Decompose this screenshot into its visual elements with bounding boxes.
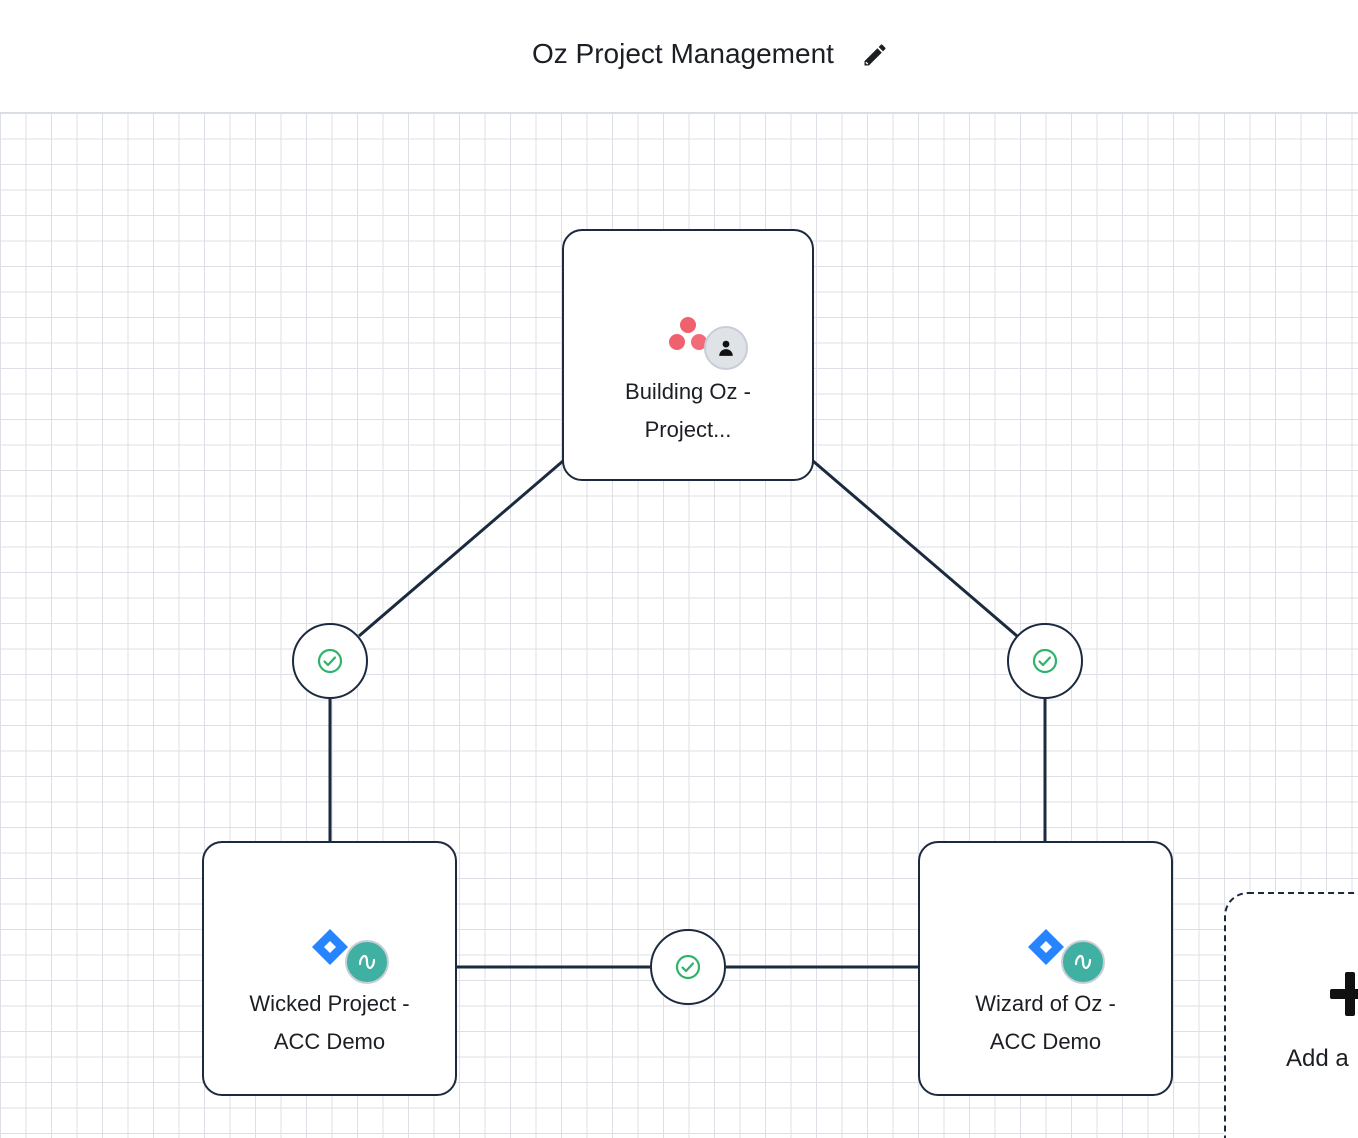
check-circle-icon [675,954,701,980]
connection-status-wicked-wizard[interactable] [650,929,726,1005]
node-label-line2: ACC Demo [989,1029,1102,1054]
connection-status-wicked-building[interactable] [292,623,368,699]
edge-building-to-wizard-diagonal [812,459,1018,638]
plus-icon [1330,972,1358,1016]
edit-title-button[interactable] [858,38,892,72]
workflow-canvas[interactable]: Building Oz - Project... Wicked Project … [0,113,1358,1138]
node-wicked-project[interactable]: Wicked Project - ACC Demo [202,841,457,1096]
check-circle-icon [317,648,343,674]
node-label: Building Oz - Project... [584,373,792,449]
node-label-line1: Wizard of Oz - [975,991,1116,1016]
check-circle-icon [1032,648,1058,674]
node-label-line2: ACC Demo [273,1029,386,1054]
node-label: Wicked Project - ACC Demo [224,985,435,1061]
node-icons [204,925,455,985]
jira-icon [1028,929,1064,965]
user-badge [704,326,748,370]
sync-icon [1074,954,1092,970]
sync-badge [1061,940,1105,984]
node-label: Wizard of Oz - ACC Demo [940,985,1151,1061]
node-label-line2: Project... [644,417,732,442]
add-node-button[interactable]: Add a [1224,892,1358,1138]
page-title: Oz Project Management [532,38,834,69]
sync-badge [345,940,389,984]
node-icons [564,313,812,373]
add-node-label: Add a [1286,1045,1349,1072]
header-bar: Oz Project Management [0,0,1358,113]
pencil-icon [864,44,886,66]
node-label-line1: Building Oz - [625,379,751,404]
connection-lines [328,459,1047,969]
jira-icon [312,929,348,965]
user-icon [719,340,733,356]
node-label-line1: Wicked Project - [249,991,410,1016]
edge-building-to-wicked-diagonal [358,459,564,638]
asana-icon [669,317,707,350]
node-building-oz[interactable]: Building Oz - Project... [562,229,814,481]
connection-status-wizard-building[interactable] [1007,623,1083,699]
sync-icon [358,954,376,970]
node-wizard-of-oz[interactable]: Wizard of Oz - ACC Demo [918,841,1173,1096]
node-icons [920,925,1171,985]
